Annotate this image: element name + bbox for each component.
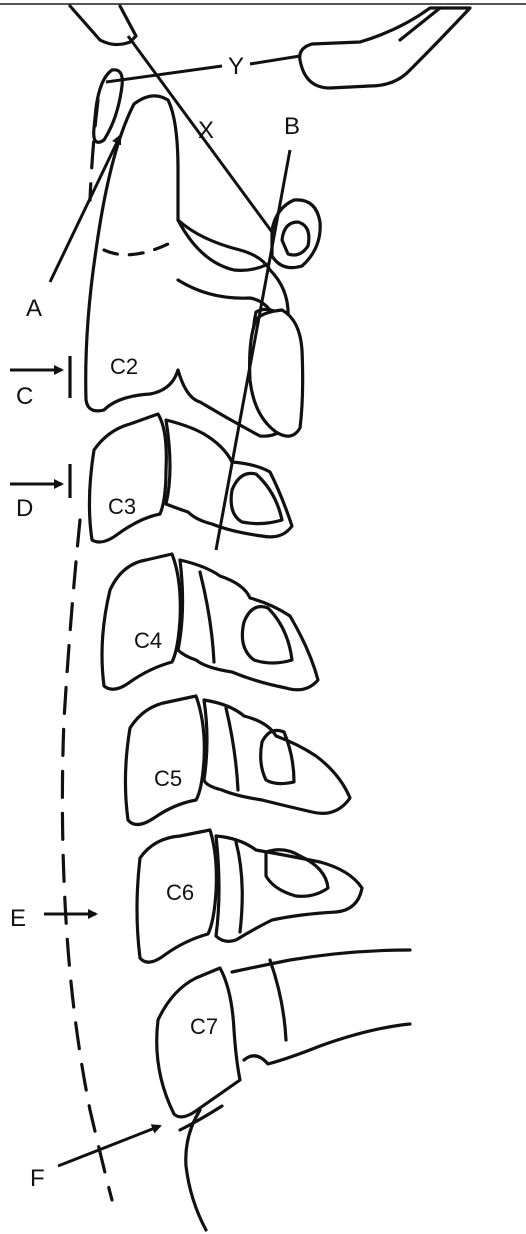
skull-base-left xyxy=(70,6,136,45)
label-x: X xyxy=(198,117,214,144)
arrow-f xyxy=(58,1126,160,1166)
occiput xyxy=(300,8,470,88)
vertebra-c3-label: C3 xyxy=(108,494,136,519)
c5-body xyxy=(125,696,204,825)
c7-body xyxy=(157,968,240,1117)
label-d: D xyxy=(16,495,33,522)
c4-body xyxy=(102,554,180,689)
line-y2 xyxy=(250,56,300,64)
vertebra-c7-label: C7 xyxy=(190,1014,218,1039)
label-b: B xyxy=(284,113,300,140)
label-e: E xyxy=(10,905,26,932)
c5-posterior xyxy=(204,700,350,813)
vertebra-c4-label: C4 xyxy=(134,628,162,653)
vertebra-c2-label: C2 xyxy=(110,354,138,379)
vertebra-c6-label: C6 xyxy=(166,880,194,905)
label-a: A xyxy=(26,295,42,322)
c3-body xyxy=(89,414,166,542)
label-f: F xyxy=(30,1165,45,1192)
vertebra-c5-label: C5 xyxy=(154,766,182,791)
c7-facet xyxy=(270,960,286,1040)
t1-body xyxy=(186,1110,206,1230)
c4-posterior xyxy=(178,560,318,690)
label-y: Y xyxy=(228,53,244,80)
c7-lower xyxy=(244,1024,410,1064)
line-y xyxy=(106,66,222,82)
label-c: C xyxy=(16,383,33,410)
c7-posterior xyxy=(232,950,410,972)
